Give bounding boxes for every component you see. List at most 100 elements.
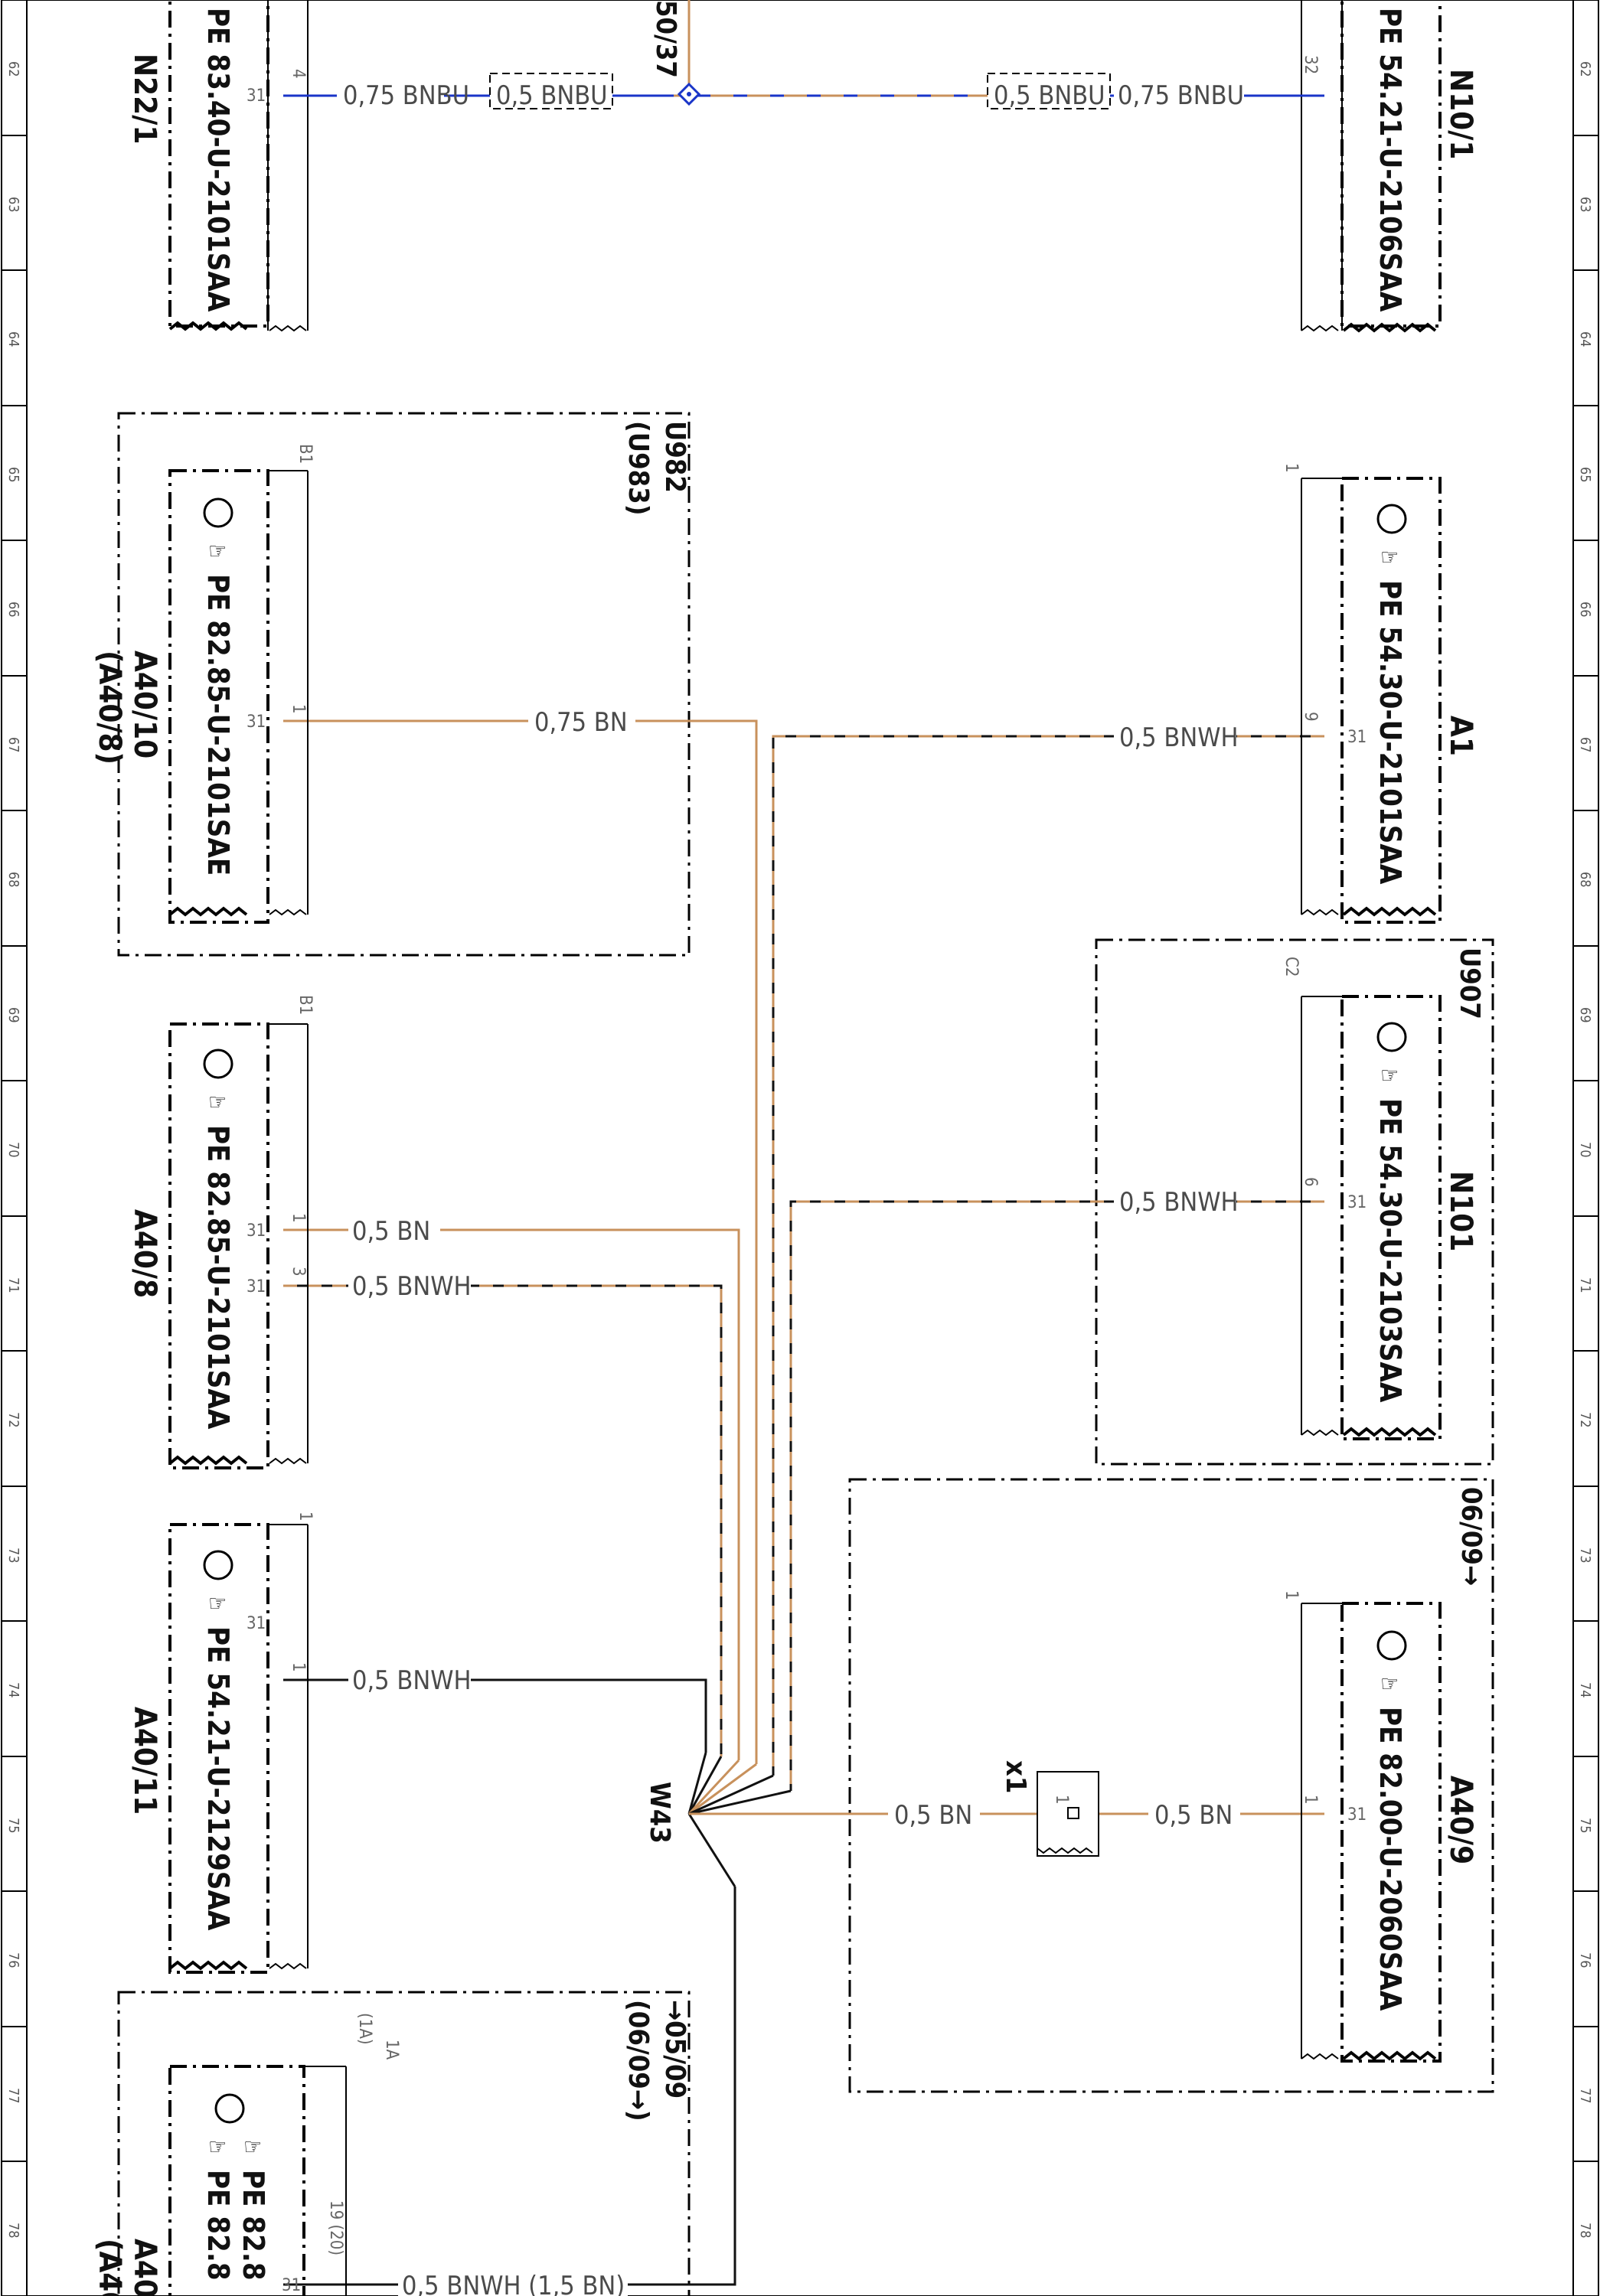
hand-icon: ☞ [1380, 1062, 1399, 1089]
transistor-icon [1376, 504, 1407, 534]
grid-number: 72 [5, 1412, 21, 1428]
hand-icon: ☞ [208, 538, 227, 565]
pin-label: 32 [1301, 55, 1320, 74]
grid-number: 70 [5, 1142, 21, 1158]
grid-number: 64 [1577, 331, 1593, 347]
label-a40-8: A40/8 [127, 1209, 162, 1298]
pin-label: C2 [1282, 957, 1301, 977]
pin-label: 31 [282, 2276, 301, 2295]
component-a40-bottom[interactable]: ☞ ☞ PE 82.8 PE 82.8 A40 (A40 1A (1A) 19 … [92, 2013, 401, 2296]
wire-label: 0,5 BNWH [1119, 1187, 1238, 1218]
label-n22-1: N22/1 [127, 54, 162, 144]
component-n101[interactable]: ☞ PE 54.30-U-2103SAA N101 C2 6 31 [1282, 957, 1478, 1440]
wire-label: 0,75 BNBU [343, 80, 469, 111]
wire-label: 0,5 BN [894, 1800, 972, 1831]
pin-label: 1 [289, 1662, 308, 1672]
component-a40-8[interactable]: ☞ PE 82.85-U-2101SAA A40/8 B1 1 3 31 31 [127, 995, 315, 1469]
pin-label: 9 [1301, 712, 1320, 722]
component-n10-1[interactable]: PE 54.21-U-2106SAA N10/1 32 [1301, 0, 1478, 333]
grid-number: 66 [5, 602, 21, 618]
wire-label: 0,5 BNWH [1119, 722, 1238, 753]
wire-label: 0,5 BN [352, 1216, 430, 1247]
grid-number: 69 [5, 1007, 21, 1023]
grid-number: 78 [1577, 2223, 1593, 2239]
pin-label: 31 [1347, 728, 1367, 747]
pin-label: 31 [247, 1614, 266, 1633]
top-ref: 50/37 [650, 0, 681, 78]
wire-label: 0,5 BNBU [994, 80, 1105, 111]
code-0609: 06/09→ [1455, 1487, 1487, 1586]
wire-a40-11[interactable] [283, 1678, 707, 1753]
grid-number: 72 [1577, 1412, 1593, 1428]
pin-label: 31 [1347, 1193, 1367, 1212]
transistor-icon [1376, 1022, 1407, 1052]
component-a40-11[interactable]: ☞ PE 54.21-U-2129SAA A40/11 1 1 31 [127, 1512, 315, 1974]
pin-label: 31 [247, 1221, 266, 1241]
transistor-icon [203, 1049, 233, 1079]
pin-label: 19 (20) [326, 2200, 345, 2255]
grid-number: 62 [1577, 61, 1593, 77]
transistor-icon [214, 2093, 245, 2124]
group-0509 [117, 1991, 691, 2296]
pin-label: 1 [1052, 1795, 1071, 1805]
pe-code-a40-10: PE 82.85-U-2101SAE [201, 574, 235, 876]
label-a1: A1 [1443, 716, 1478, 756]
wire-a40-10[interactable] [283, 719, 758, 1764]
grid-number: 65 [1577, 467, 1593, 483]
label-n101: N101 [1443, 1171, 1478, 1251]
code-u983: (U983) [622, 421, 654, 516]
harness-w43: W43 [644, 1782, 675, 1844]
pin-label: 31 [1347, 1805, 1367, 1825]
label-a40-bottom: A40 [127, 2239, 162, 2296]
hand-icon: ☞ [1380, 1671, 1399, 1698]
component-n22-1[interactable]: PE 83.40-U-2101SAA N22/1 4 31 [127, 0, 309, 332]
hand-icon: ☞ [1380, 544, 1399, 571]
wire-a1[interactable] [772, 735, 1324, 1776]
pin-label: 1 [1282, 1590, 1301, 1600]
wire-n101[interactable] [789, 1200, 1324, 1791]
grid-number: 63 [5, 197, 21, 213]
wire-label: 0,5 BNWH [352, 1271, 471, 1302]
transistor-icon [203, 1550, 233, 1580]
transistor-icon [203, 497, 233, 528]
grid-number: 64 [5, 331, 21, 347]
grid-number: 70 [1577, 1142, 1593, 1158]
label-x1: x1 [1000, 1760, 1031, 1793]
component-a40-10[interactable]: ☞ PE 82.85-U-2101SAE A40/10 (A40/8) B1 1… [92, 444, 315, 924]
pe-code-a1: PE 54.30-U-2101SAA [1373, 580, 1407, 885]
label-a40-10: A40/10 [127, 651, 162, 758]
grid-number: 68 [5, 872, 21, 888]
code-u907: U907 [1454, 947, 1485, 1019]
pin-label: 1A [382, 2040, 401, 2060]
connector-x1[interactable]: x1 1 [1000, 1760, 1099, 1857]
label-n10-1: N10/1 [1443, 69, 1478, 159]
wire-label: 0,75 BNBU [1118, 80, 1244, 111]
grid-number: 67 [1577, 737, 1593, 753]
grid-number: 71 [5, 1277, 21, 1293]
grid-number: 71 [1577, 1277, 1593, 1293]
pin-label: 1 [296, 1512, 315, 1521]
wire-label: 0,5 BNBU [496, 80, 608, 111]
component-a1[interactable]: ☞ PE 54.30-U-2101SAA A1 1 9 31 [1282, 463, 1478, 924]
grid-number: 75 [5, 1818, 21, 1834]
wire-label: 0,5 BN [1154, 1800, 1233, 1831]
pin-label: 4 [289, 69, 308, 79]
grid-number: 74 [1577, 1682, 1593, 1698]
pe-code-a40-bottom-1: PE 82.8 [201, 2170, 235, 2281]
component-a40-9[interactable]: ☞ PE 82.00-U-2060SAA A40/9 1 1 31 [1282, 1590, 1478, 2063]
transistor-icon [1376, 1630, 1407, 1661]
pe-code-a40-9: PE 82.00-U-2060SAA [1373, 1707, 1407, 2011]
pin-label: 1 [1282, 463, 1301, 473]
grid-number: 67 [5, 737, 21, 753]
label-a40-11: A40/11 [127, 1707, 162, 1815]
pin-label: 31 [247, 1277, 266, 1296]
grid-number: 76 [5, 1952, 21, 1968]
group-0609 [848, 1478, 1494, 2093]
grid-number: 69 [1577, 1007, 1593, 1023]
code-0509: →05/09 [659, 2000, 691, 2099]
grid-number: 63 [1577, 197, 1593, 213]
group-u982 [117, 412, 691, 957]
grid-number: 73 [1577, 1548, 1593, 1564]
label-a40-9: A40/9 [1443, 1776, 1478, 1864]
